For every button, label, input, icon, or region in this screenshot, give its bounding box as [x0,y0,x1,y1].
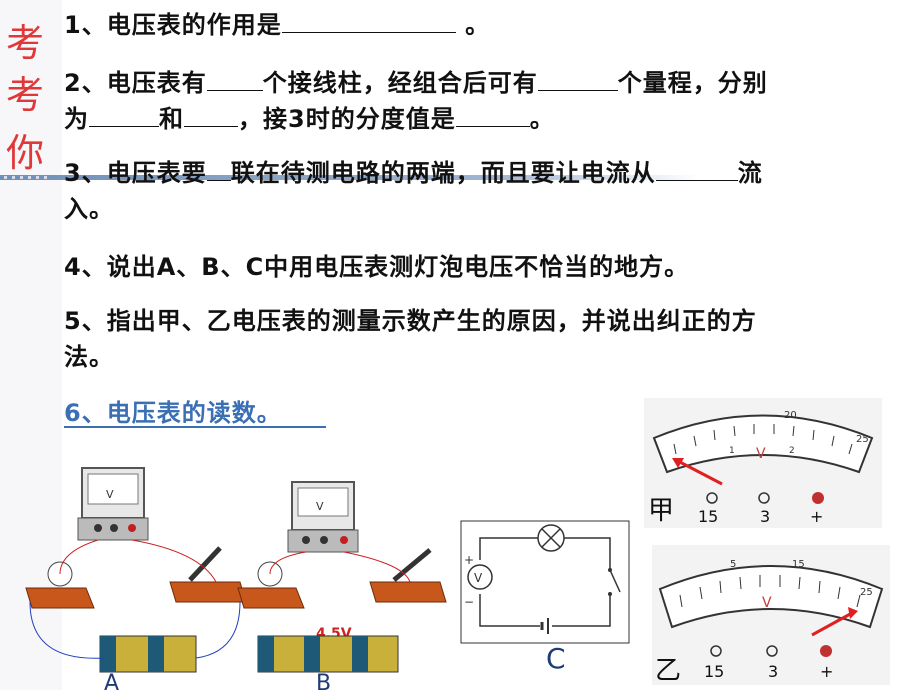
q6-text: 6、电压表的读数。 [64,399,282,427]
q5-a: 5、指出甲、乙电压表的测量示数产生的原因，并说出纠正的方 [64,307,757,335]
figure-c-minus: − [464,595,474,609]
figure-c-voltmeter [467,564,493,590]
q2-blank-1 [206,89,263,91]
figure-b-lamp-base [237,587,305,609]
q1-text: 1、电压表的作用是 [64,11,282,39]
sidebar-char-2: 考 [6,73,45,117]
q2-a: 2、电压表有 [64,69,207,97]
q1-end: 。 [465,11,491,39]
figure-a-voltmeter-v: V [106,488,114,501]
meter-jia-scale-1: 1 [729,446,735,456]
figure-c-voltmeter-v: V [474,571,483,585]
sidebar: 考 考 你 [0,0,62,690]
meter-yi-needle-tip [848,607,858,619]
figure-a-switch-lever [188,546,222,582]
meter-jia-unit: V [756,446,766,462]
q2-f: ，接3时的分度值是 [238,105,456,133]
meter-yi-scale-15: 15 [792,559,805,570]
meter-yi-label-plus: + [820,662,833,681]
meter-jia-dial: V 20 25 1 2 15 3 + [652,410,874,526]
q2-blank-3 [89,125,159,127]
question-2: 2、电压表有 个接线柱，经组合后可有 个量程，分别 [64,64,768,102]
figure-b-battery [257,635,399,673]
meter-jia-scale-20: 20 [784,410,797,421]
sidebar-char-1: 考 [6,21,45,65]
figure-a-lamp-base [25,587,95,609]
q1-blank [281,31,456,33]
question-1: 1、电压表的作用是 。 [64,6,490,44]
figure-b: V 4.5V B [237,481,447,690]
figure-b-switch-lever [392,548,432,582]
q2-c: 个量程，分别 [617,69,768,97]
meter-jia-terminal-plus [812,492,824,504]
decorative-rule [0,175,700,180]
meter-yi-label-3: 3 [768,662,778,681]
meter-jia-scale-2: 2 [789,446,795,456]
meter-yi-terminal-15 [710,645,722,657]
figure-a-label: A [104,671,119,690]
figure-c-label: C [546,642,566,675]
q6-underline [64,426,326,428]
q2-b: 个接线柱，经组合后可有 [262,69,538,97]
q3-b: 联在待测电路的两端，而且要让电流从 [230,159,656,187]
meter-jia-label-15: 15 [698,507,718,526]
figure-c-switch [609,569,621,593]
meter-yi-needle [811,611,853,637]
figure-b-switch-base [369,581,447,603]
meter-yi-terminal-plus [820,645,832,657]
question-2-line-2: 为 和 ，接3时的分度值是 。 [64,100,555,138]
q3-c: 流 [737,159,763,187]
meter-yi-label-15: 15 [704,662,724,681]
question-5-line-2: 法。 [64,338,114,376]
meter-jia-label-3: 3 [760,507,770,526]
sidebar-char-3: 你 [6,131,45,175]
meter-jia-needle-tip [672,458,684,468]
question-5: 5、指出甲、乙电压表的测量示数产生的原因，并说出纠正的方 [64,302,757,340]
meter-jia-terminal-3 [758,492,770,504]
q2-blank-2 [537,89,618,91]
question-3-line-2: 入。 [64,190,114,228]
meter-yi-scale-5: 5 [730,559,736,570]
q2-e: 和 [159,105,184,133]
q3-blank-2 [655,179,738,181]
meter-jia-needle [675,458,723,486]
meter-yi-unit: V [762,595,772,611]
meter-yi-terminal-3 [766,645,778,657]
figure-b-label: B [316,671,331,690]
meter-jia-terminal-15 [706,492,718,504]
q2-d: 为 [64,105,89,133]
meter-yi-panel: 5 15 25 V 15 3 + [652,545,890,685]
question-4: 4、说出A、B、C中用电压表测灯泡电压不恰当的地方。 [64,248,689,286]
meter-yi-scale-25: 25 [860,587,873,598]
q4-text: 4、说出A、B、C中用电压表测灯泡电压不恰当的地方。 [64,253,690,281]
meter-jia-scale-25: 25 [856,434,869,445]
q3-blank-1 [206,179,231,181]
q3-d: 入。 [64,195,114,223]
meter-jia-label-plus: + [810,507,823,526]
q5-b: 法。 [64,343,114,371]
question-6: 6、电压表的读数。 [64,394,282,432]
q2-blank-4 [184,125,238,127]
meter-yi-dial: 5 15 25 V 15 3 + [658,559,884,681]
figure-c-circuit: V + − [460,520,630,644]
meter-yi-tag: 乙 [655,656,682,686]
q3-a: 3、电压表要 [64,159,207,187]
figure-a: V A [25,467,247,690]
q2-blank-5 [455,125,530,127]
meter-jia-tag: 甲 [648,496,675,526]
figure-b-voltmeter-v: V [316,500,324,513]
meter-jia-panel: V 20 25 1 2 15 3 + [644,398,882,528]
q2-g: 。 [529,105,555,133]
question-3: 3、电压表要联在待测电路的两端，而且要让电流从 流 [64,154,763,192]
figure-c-plus: + [464,553,474,567]
